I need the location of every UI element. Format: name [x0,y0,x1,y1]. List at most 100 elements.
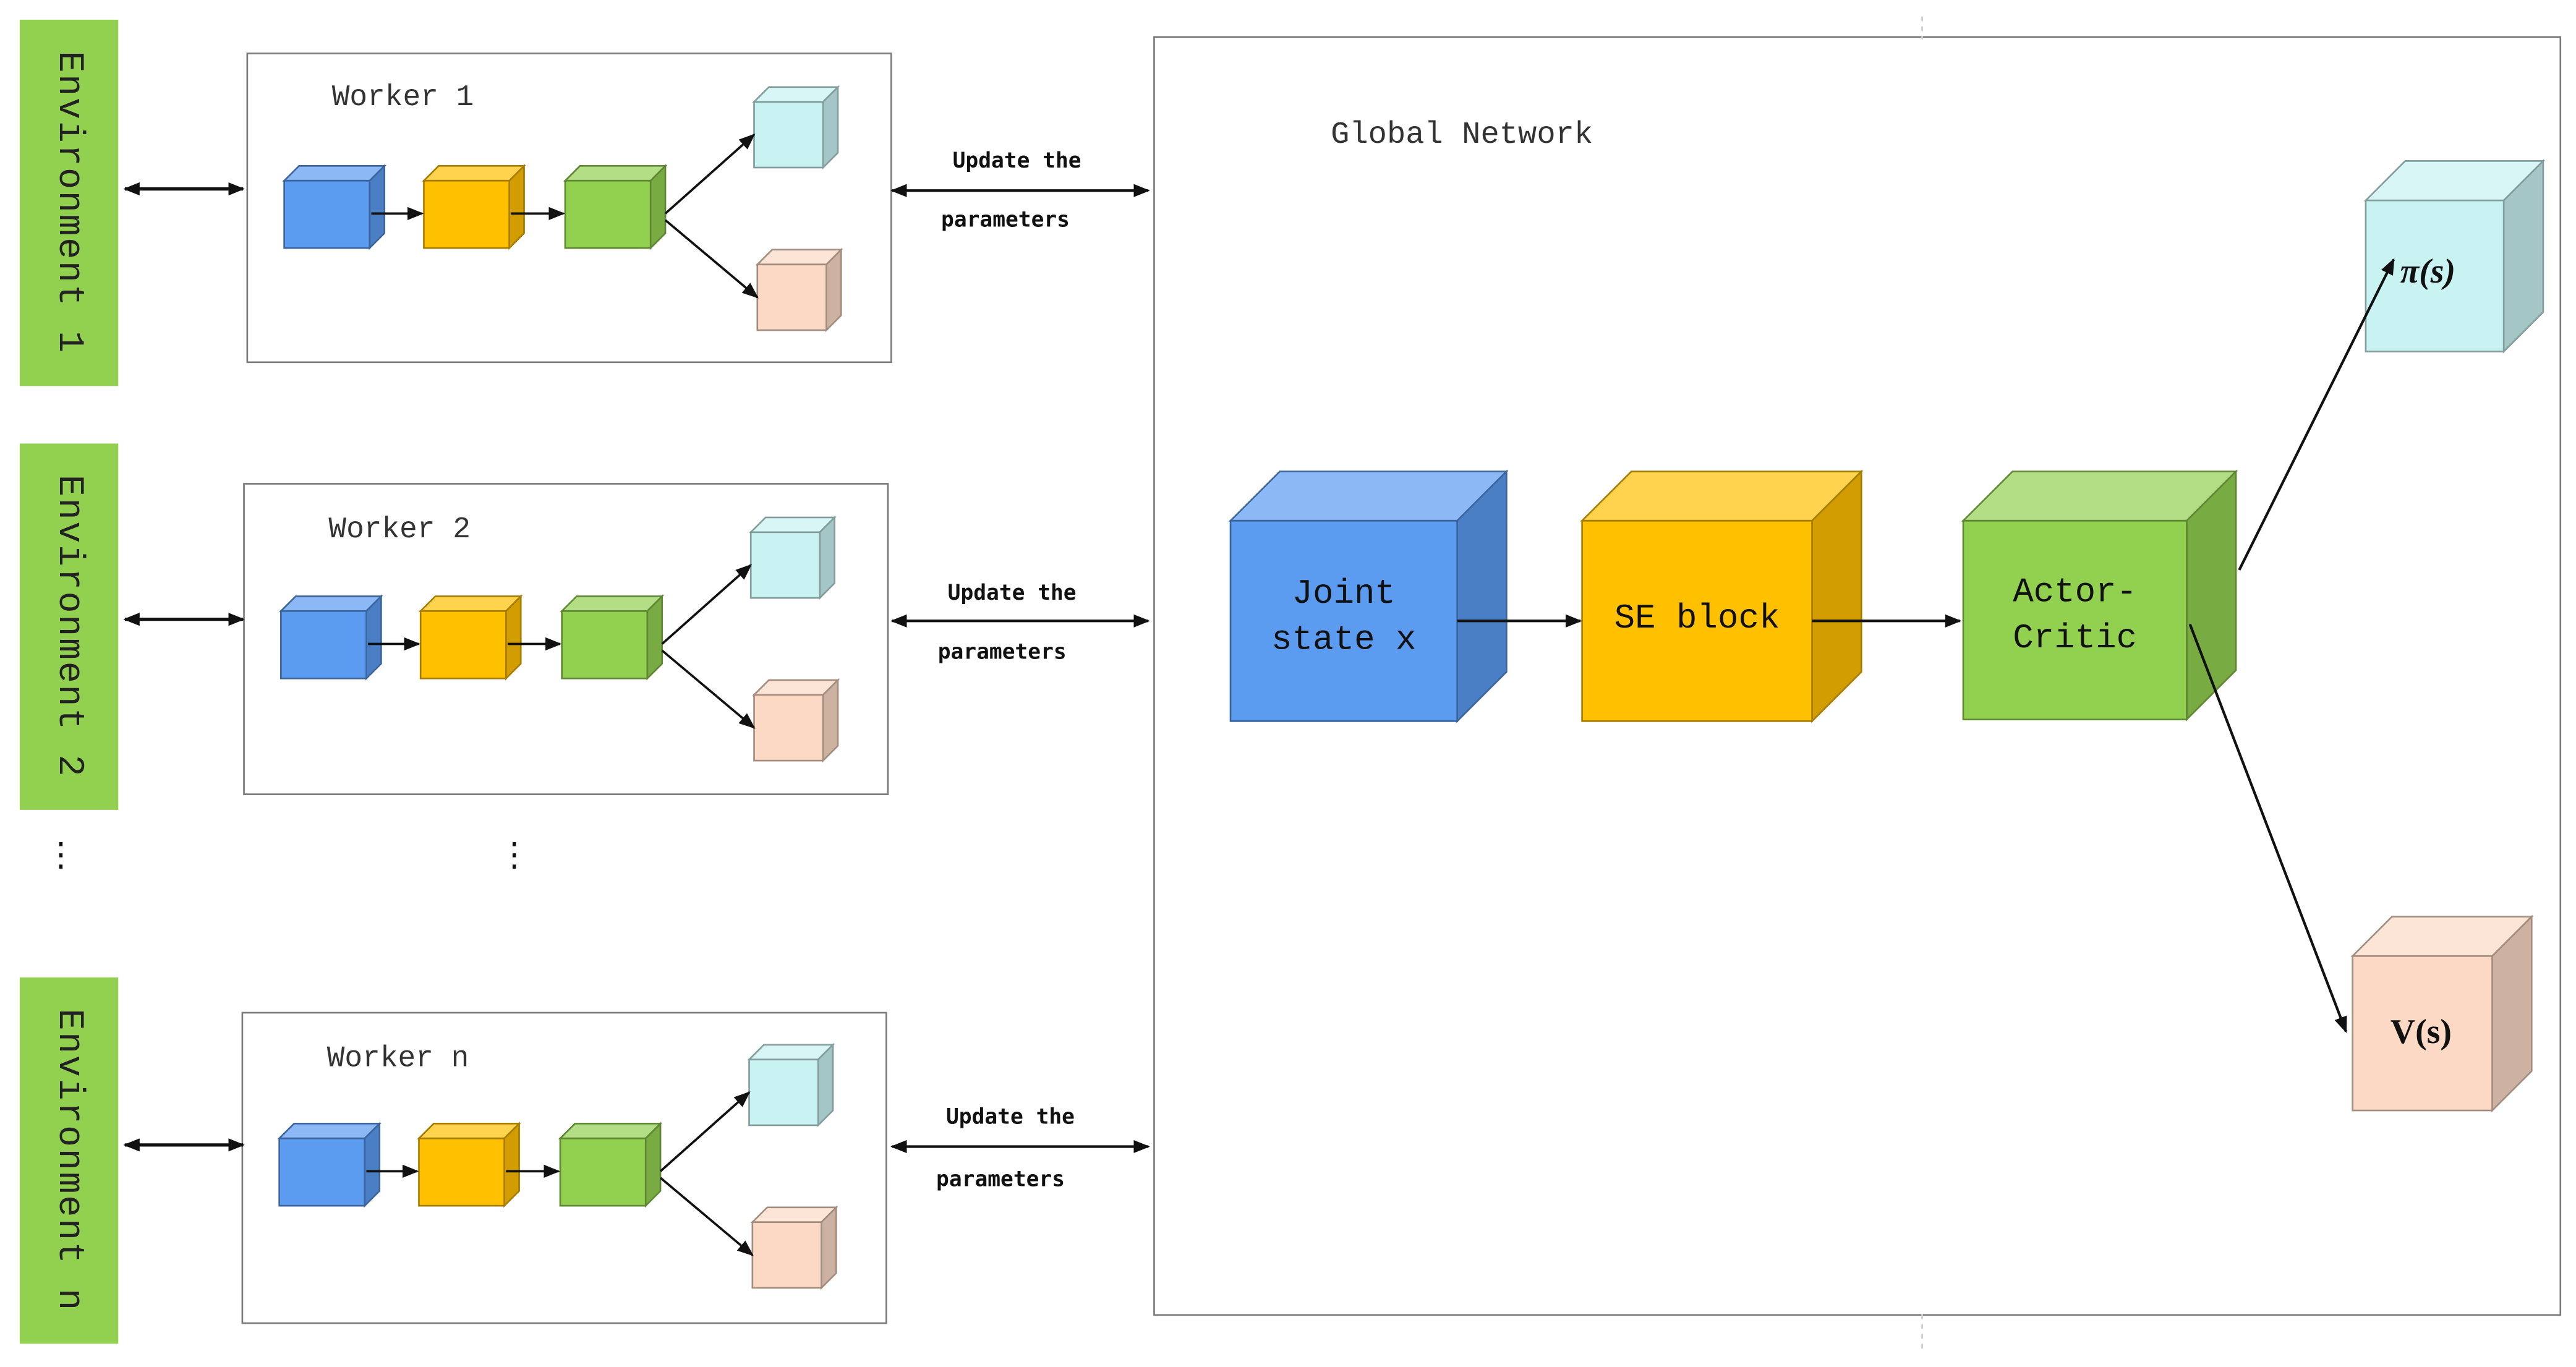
worker-1-state-cube-front [283,179,371,249]
environment-1-label: Environment 1 [48,51,90,355]
worker-2-label: Worker 2 [328,514,471,547]
worker-1-se-cube-side [508,164,525,250]
worker-2-value-cube-side [822,678,839,763]
worker-n-actor-critic-cube-top [558,1122,663,1139]
value-output-cube-front [2352,955,2493,1112]
worker-2-state-cube [279,594,383,681]
worker-n-label: Worker n [326,1043,469,1076]
worker-2-se-cube-front [419,610,507,679]
worker-1-value-cube-side [825,247,842,333]
policy-output-cube [2363,159,2546,354]
worker-1-state-cube-top [282,165,386,182]
arrow-actor-critic-to-value [2188,623,2348,1034]
arrow-actor-critic-to-policy [2238,258,2395,571]
global-network-title: Global Network [1331,116,1593,153]
worker-1-se-cube-front [423,179,510,249]
worker-1-policy-cube-front [753,101,824,169]
worker-1-arrow-ac-to-value [664,219,759,299]
worker-n-actor-critic-cube-front [559,1137,647,1207]
worker-n-policy-cube [747,1042,835,1128]
worker-2-actor-critic-cube-top [560,595,664,612]
worker-2-value-cube [752,678,840,763]
se-block-cube [1580,469,1864,723]
actor-critic-cube [1961,469,2238,722]
worker-2-se-cube [418,594,523,681]
joint-state-label-line2: state x [1271,622,1417,661]
worker-1-state-cube-side [369,164,386,250]
value-output-label: V(s) [2390,1011,2452,1052]
worker-2-state-cube-top [279,595,383,612]
environment-1-bar: Environment 1 [19,19,119,386]
worker-2-value-cube-front [753,694,824,762]
joint-state-cube-front [1229,519,1458,722]
worker-1-value-cube [755,247,843,333]
worker-1-se-cube [422,164,526,250]
worker-1-arrow-ac-to-policy [664,134,756,215]
worker-1-policy-cube-side [822,85,839,170]
worker-n-actor-critic-cube [558,1122,663,1208]
environment-2-label: Environment 2 [48,475,90,778]
worker-2-se-cube-top [418,595,523,612]
worker-1-value-cube-front [756,263,827,331]
arrow-layer [123,134,2395,1256]
worker-2-policy-cube-side [819,515,836,600]
environment-ellipsis: ⋮ [44,834,77,874]
se-block-label: SE block [1614,601,1780,639]
worker-n-value-cube [750,1205,838,1290]
worker-1-actor-critic-cube-side [649,164,667,250]
worker-2-actor-critic-cube-front [561,610,649,679]
worker-2-arrow-ac-to-policy [661,564,753,645]
worker-2-state-cube-front [280,610,367,679]
joint-state-cube [1228,469,1509,723]
joint-state-label-line1: Joint [1292,576,1396,615]
value-output-cube [2350,914,2534,1113]
worker-n-arrow-ac-to-policy [659,1091,751,1172]
worker-1-label: Worker 1 [331,82,474,115]
worker-1-actor-critic-cube-front [564,179,652,249]
worker-n-state-cube-top [277,1122,382,1139]
environment-2-bar: Environment 2 [19,443,119,810]
worker-n-se-cube-top [417,1122,521,1139]
worker-2-actor-critic-cube-side [646,594,663,681]
worker-2-policy-cube-front [749,531,821,599]
environment-n-label: Environment n [48,1008,90,1313]
worker-1-actor-critic-cube-top [563,165,668,182]
worker-2-se-cube-side [505,594,522,681]
policy-output-cube-front [2365,199,2505,352]
cube-layer [277,85,2546,1290]
se-block-cube-front [1581,519,1813,722]
worker-1-actor-critic-cube [563,164,668,250]
worker-2-state-cube-side [365,594,382,681]
worker-n-se-cube-side [503,1122,520,1208]
policy-output-label: π(s) [2400,251,2456,291]
worker-n-se-cube-front [418,1137,505,1207]
worker-n-actor-critic-cube-side [644,1122,662,1208]
actor-critic-label-line1: Actor- [2013,574,2138,613]
worker-1-state-cube [282,164,386,250]
update-label-1-line2: parameters [941,208,1070,234]
worker-n-arrow-ac-to-value [659,1177,754,1256]
worker-n-value-cube-side [821,1205,837,1290]
worker-n-value-cube-front [751,1221,822,1289]
update-label-2-line2: parameters [937,641,1067,666]
actor-critic-label-line2: Critic [2013,621,2138,659]
worker-n-state-cube-side [364,1122,381,1208]
environment-n-bar: Environment n [19,977,119,1344]
worker-n-policy-cube-front [748,1058,819,1126]
worker-1-se-cube-top [422,165,526,182]
update-label-1-line1: Update the [952,149,1081,174]
worker-2-policy-cube [748,515,837,600]
worker-1-policy-cube [752,85,840,170]
update-label-n-line2: parameters [936,1168,1065,1193]
update-label-2-line1: Update the [947,581,1077,607]
worker-ellipsis: ⋮ [498,834,531,874]
update-label-n-line1: Update the [946,1105,1075,1130]
actor-critic-cube-front [1962,519,2188,721]
worker-2-actor-critic-cube [560,594,664,681]
worker-n-state-cube [277,1122,382,1208]
worker-n-policy-cube-side [817,1042,834,1128]
worker-2-arrow-ac-to-value [661,649,756,729]
worker-n-se-cube [417,1122,521,1208]
